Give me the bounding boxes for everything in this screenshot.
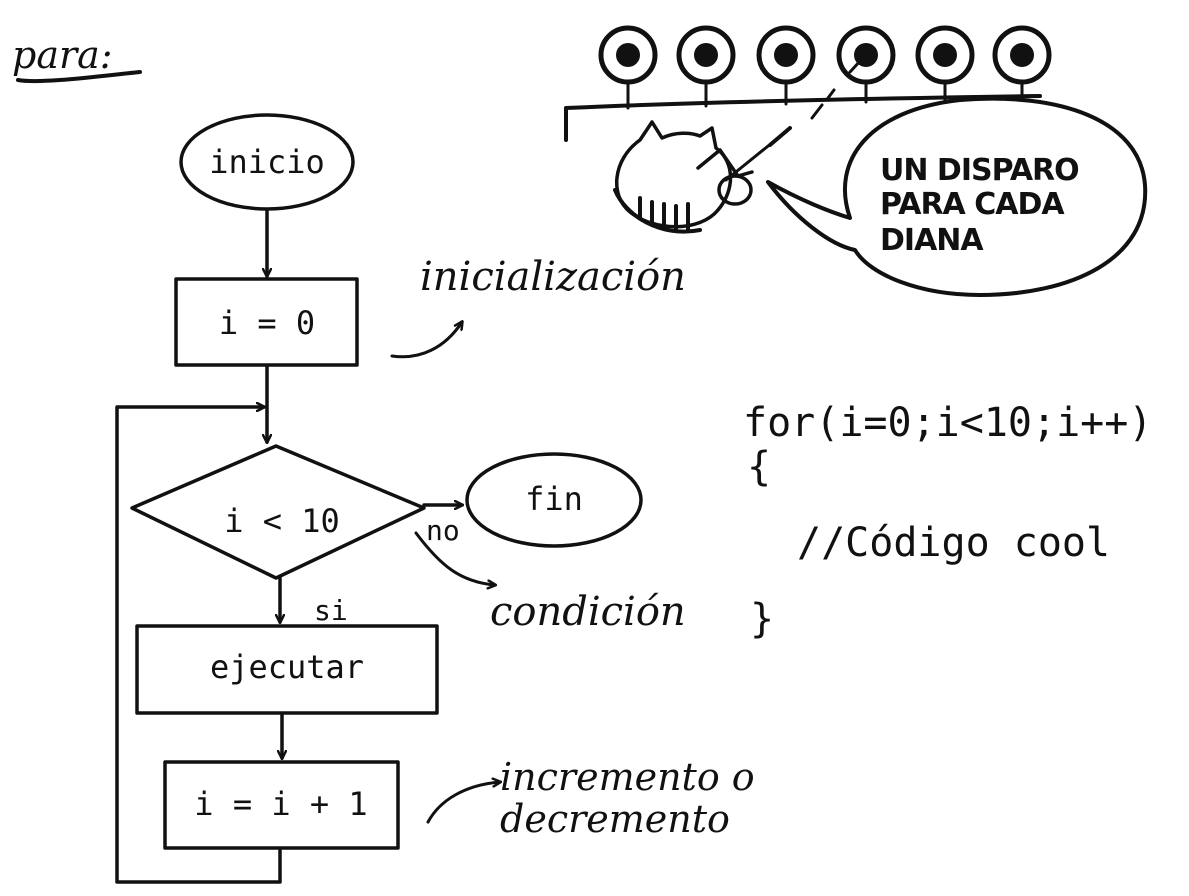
target-icon [676,25,736,108]
code-line-2: { [747,444,771,490]
loop-back-arrow [115,407,282,884]
increment-annotation-text-2: decremento [500,797,730,841]
dart-trail [810,88,836,120]
init-node: i = 0 [174,277,359,367]
condition-label: i < 10 [224,502,340,540]
increment-annotation: incremento o decremento [426,755,755,841]
increment-annotation-text-1: incremento o [500,755,755,799]
condition-node: i < 10 [130,444,426,580]
yes-label: si [314,594,348,627]
code-snippet: for(i=0;i<10;i++) { //Código cool } [743,400,1152,642]
code-line-1: for(i=0;i<10;i++) [743,400,1152,446]
init-annotation-text: inicialización [420,254,686,300]
cat-character-icon [613,120,792,234]
init-annotation: inicialización [390,254,686,359]
code-line-4: } [750,596,774,642]
increment-label: i = i + 1 [194,785,367,823]
init-label: i = 0 [219,304,315,342]
condition-annotation-arrow [414,531,495,585]
target-shelf [564,94,1042,142]
start-node: inicio [179,113,355,211]
cartoon-illustration: UN DISPARO PARA CADA DIANA [564,25,1148,297]
end-node: fin [465,452,643,548]
execute-box [135,624,439,715]
increment-node: i = i + 1 [163,760,400,850]
code-line-3: //Código cool [797,520,1110,566]
increment-annotation-arrow [426,782,500,824]
init-box [174,277,359,367]
target-icon [915,25,975,102]
speech-bubble-line-3: DIANA [880,223,984,258]
title-underline [16,70,142,84]
target-icon [598,25,658,110]
no-label: no [426,514,460,547]
execute-node: ejecutar [135,624,439,715]
speech-bubble-line-2: PARA CADA [880,187,1065,222]
init-annotation-arrow [390,322,462,359]
target-icon [836,25,896,104]
end-oval [465,452,643,548]
condition-annotation: condición [414,531,686,635]
increment-box [163,760,400,850]
condition-annotation-text: condición [490,589,686,635]
page-title: para: [12,33,142,84]
target-icon [992,25,1052,100]
target-icon [756,25,816,106]
speech-bubble [766,96,1148,297]
start-label: inicio [209,143,325,181]
end-label: fin [525,480,583,518]
title-text: para: [12,33,113,77]
speech-bubble-line-1: UN DISPARO [880,153,1079,188]
execute-label: ejecutar [210,648,364,686]
condition-diamond [130,444,426,580]
